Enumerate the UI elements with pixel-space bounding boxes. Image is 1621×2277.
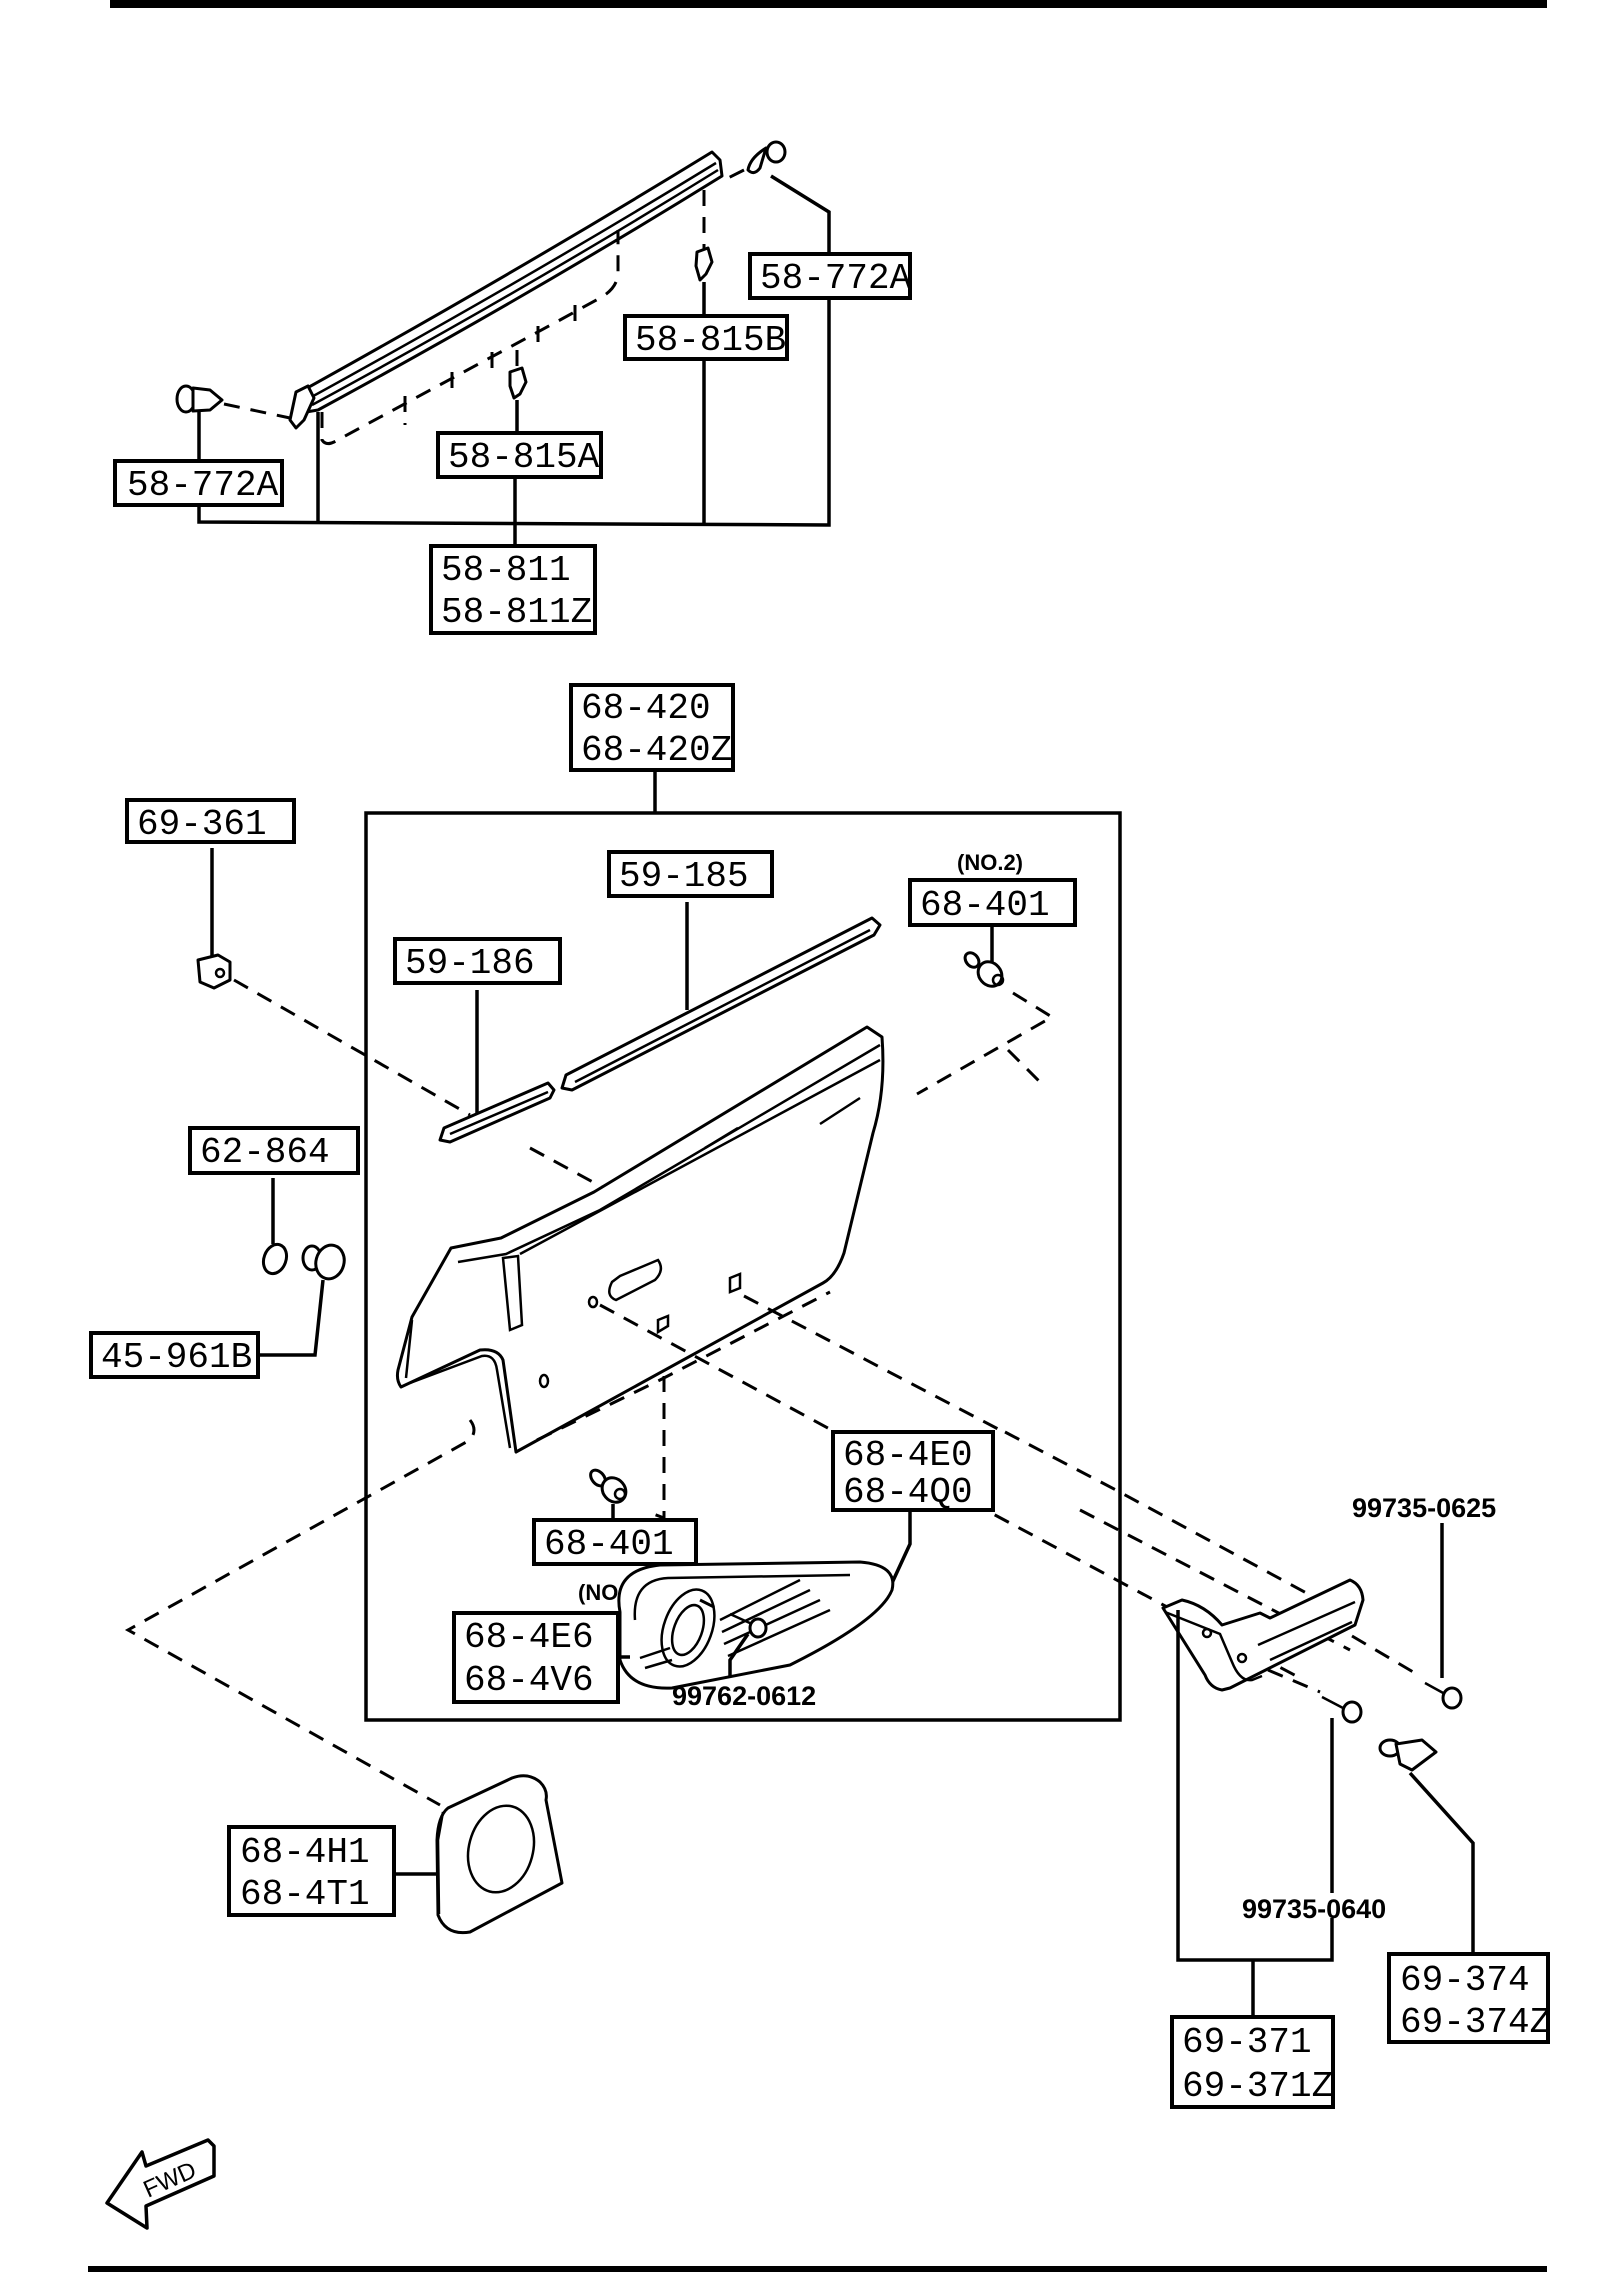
part-number: 68-420Z [581,730,732,771]
grommet-45-961B-icon [301,1243,346,1281]
plug-62-864-icon [261,1242,289,1276]
weatherstrip-end-bracket [288,384,316,430]
trim-fastener-no2-icon [963,951,1005,988]
door-handle-slot[interactable] [608,1258,663,1302]
fastener-no2-note: (NO.2) [957,850,1023,875]
label-45-961B[interactable]: 45-961B [89,1331,260,1379]
top-rule [110,0,1547,8]
part-number: 69-371Z [1182,2066,1333,2107]
label-58-772A-left[interactable]: 58-772A [113,459,284,507]
part-number: 69-361 [137,804,267,845]
weatherstrip-molding[interactable] [298,150,724,414]
part-number: 45-961B [101,1337,252,1378]
screw-99735-0640-icon [1321,1695,1363,1724]
fastener-58-815A-icon [508,366,528,400]
label-59-186[interactable]: 59-186 [393,937,562,985]
part-number: 59-185 [619,856,749,897]
label-68-4E6[interactable]: 68-4E6 68-4V6 [452,1611,620,1704]
part-number-99735-0625[interactable]: 99735-0625 [1352,1493,1496,1523]
part-number: 58-811Z [441,592,592,633]
label-62-864[interactable]: 62-864 [188,1126,360,1175]
part-number: 68-420 [581,688,711,729]
door-trim-panel[interactable] [395,1025,1042,1521]
trim-fastener-no1-icon [589,1468,628,1504]
label-69-371[interactable]: 69-371 69-371Z [1170,2015,1335,2109]
label-68-4H1[interactable]: 68-4H1 68-4T1 [227,1825,396,1917]
part-number: 68-401 [920,885,1050,926]
clip-nut-69-361-icon [196,953,232,990]
part-number-99762-0612[interactable]: 99762-0612 [672,1681,816,1711]
part-number: 58-772A [127,465,279,506]
part-number: 62-864 [200,1132,330,1173]
part-number: 58-815A [448,437,600,478]
label-68-401-no1[interactable]: 68-401 [532,1518,698,1566]
clip-58-772A-right-icon [746,140,787,175]
part-number: 59-186 [405,943,535,984]
clip-58-772A-left-icon [175,384,224,414]
part-number: 58-815B [635,320,786,361]
part-number: 58-811 [441,550,571,591]
screw-99735-0625-icon [1424,1681,1463,1710]
fastener-58-815B-icon [694,246,714,282]
speaker-cover-68-4H1[interactable] [435,1774,564,1935]
part-number: 69-374 [1400,1960,1530,2001]
label-68-420[interactable]: 68-420 68-420Z [569,683,735,772]
bottom-rule [88,2266,1547,2272]
armrest-69-371[interactable] [1161,1578,1365,1692]
label-69-361[interactable]: 69-361 [125,798,296,845]
part-number: 69-371 [1182,2022,1312,2063]
clip-69-374-icon [1378,1738,1438,1772]
weatherstrip-assembly [175,140,831,545]
part-number: 68-401 [544,1524,674,1565]
part-number-99735-0640[interactable]: 99735-0640 [1242,1894,1386,1924]
part-number: 68-4E6 [464,1617,594,1658]
part-number: 68-4E0 [843,1435,973,1476]
part-number: 58-772A [760,258,912,299]
label-58-772A-right[interactable]: 58-772A [748,252,912,300]
part-number: 68-4V6 [464,1660,594,1701]
screw-99762-0612-icon [729,1612,768,1639]
forward-direction-arrow-icon: FWD [105,2138,216,2230]
label-58-811[interactable]: 58-811 58-811Z [429,544,597,635]
part-number: 68-4H1 [240,1832,370,1873]
part-number: 69-374Z [1400,2002,1551,2043]
label-59-185[interactable]: 59-185 [607,850,774,898]
label-69-374[interactable]: 69-374 69-374Z [1387,1952,1551,2044]
door-trim-assembly-frame [364,811,1122,1722]
part-number: 68-4T1 [240,1874,370,1915]
label-68-4E0[interactable]: 68-4E0 68-4Q0 [831,1430,995,1513]
label-58-815A[interactable]: 58-815A [436,431,603,479]
label-68-401-no2[interactable]: 68-401 [908,878,1077,927]
part-number: 68-4Q0 [843,1472,973,1513]
label-58-815B[interactable]: 58-815B [623,314,789,361]
